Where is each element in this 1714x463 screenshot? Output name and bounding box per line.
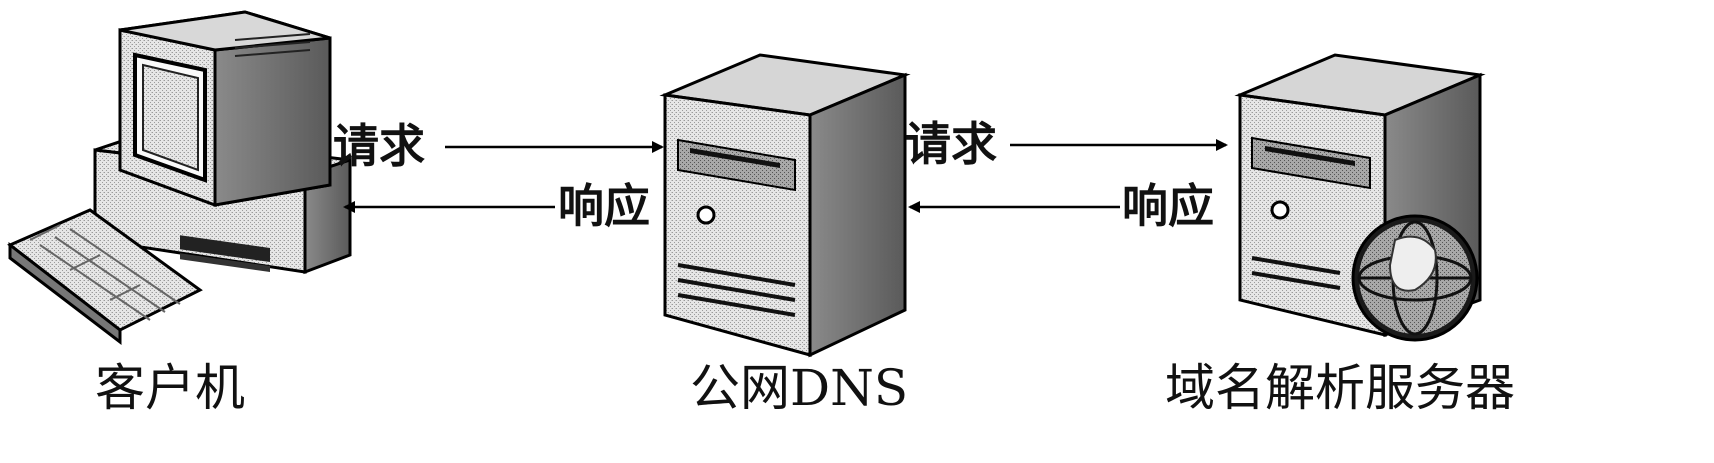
client-label: 客户机 xyxy=(95,359,245,417)
response-label-1: 响应 xyxy=(558,179,650,233)
server-icon xyxy=(659,53,911,358)
request-label-1: 请求 xyxy=(333,119,425,173)
public-dns-label: 公网DNS xyxy=(690,359,908,417)
computer-icon xyxy=(7,10,352,346)
server-globe-icon xyxy=(1234,53,1486,342)
response-label-2: 响应 xyxy=(1122,179,1214,233)
resolver-label: 域名解析服务器 xyxy=(1165,359,1515,417)
globe-icon xyxy=(1351,214,1479,342)
request-label-2: 请求 xyxy=(905,117,997,171)
